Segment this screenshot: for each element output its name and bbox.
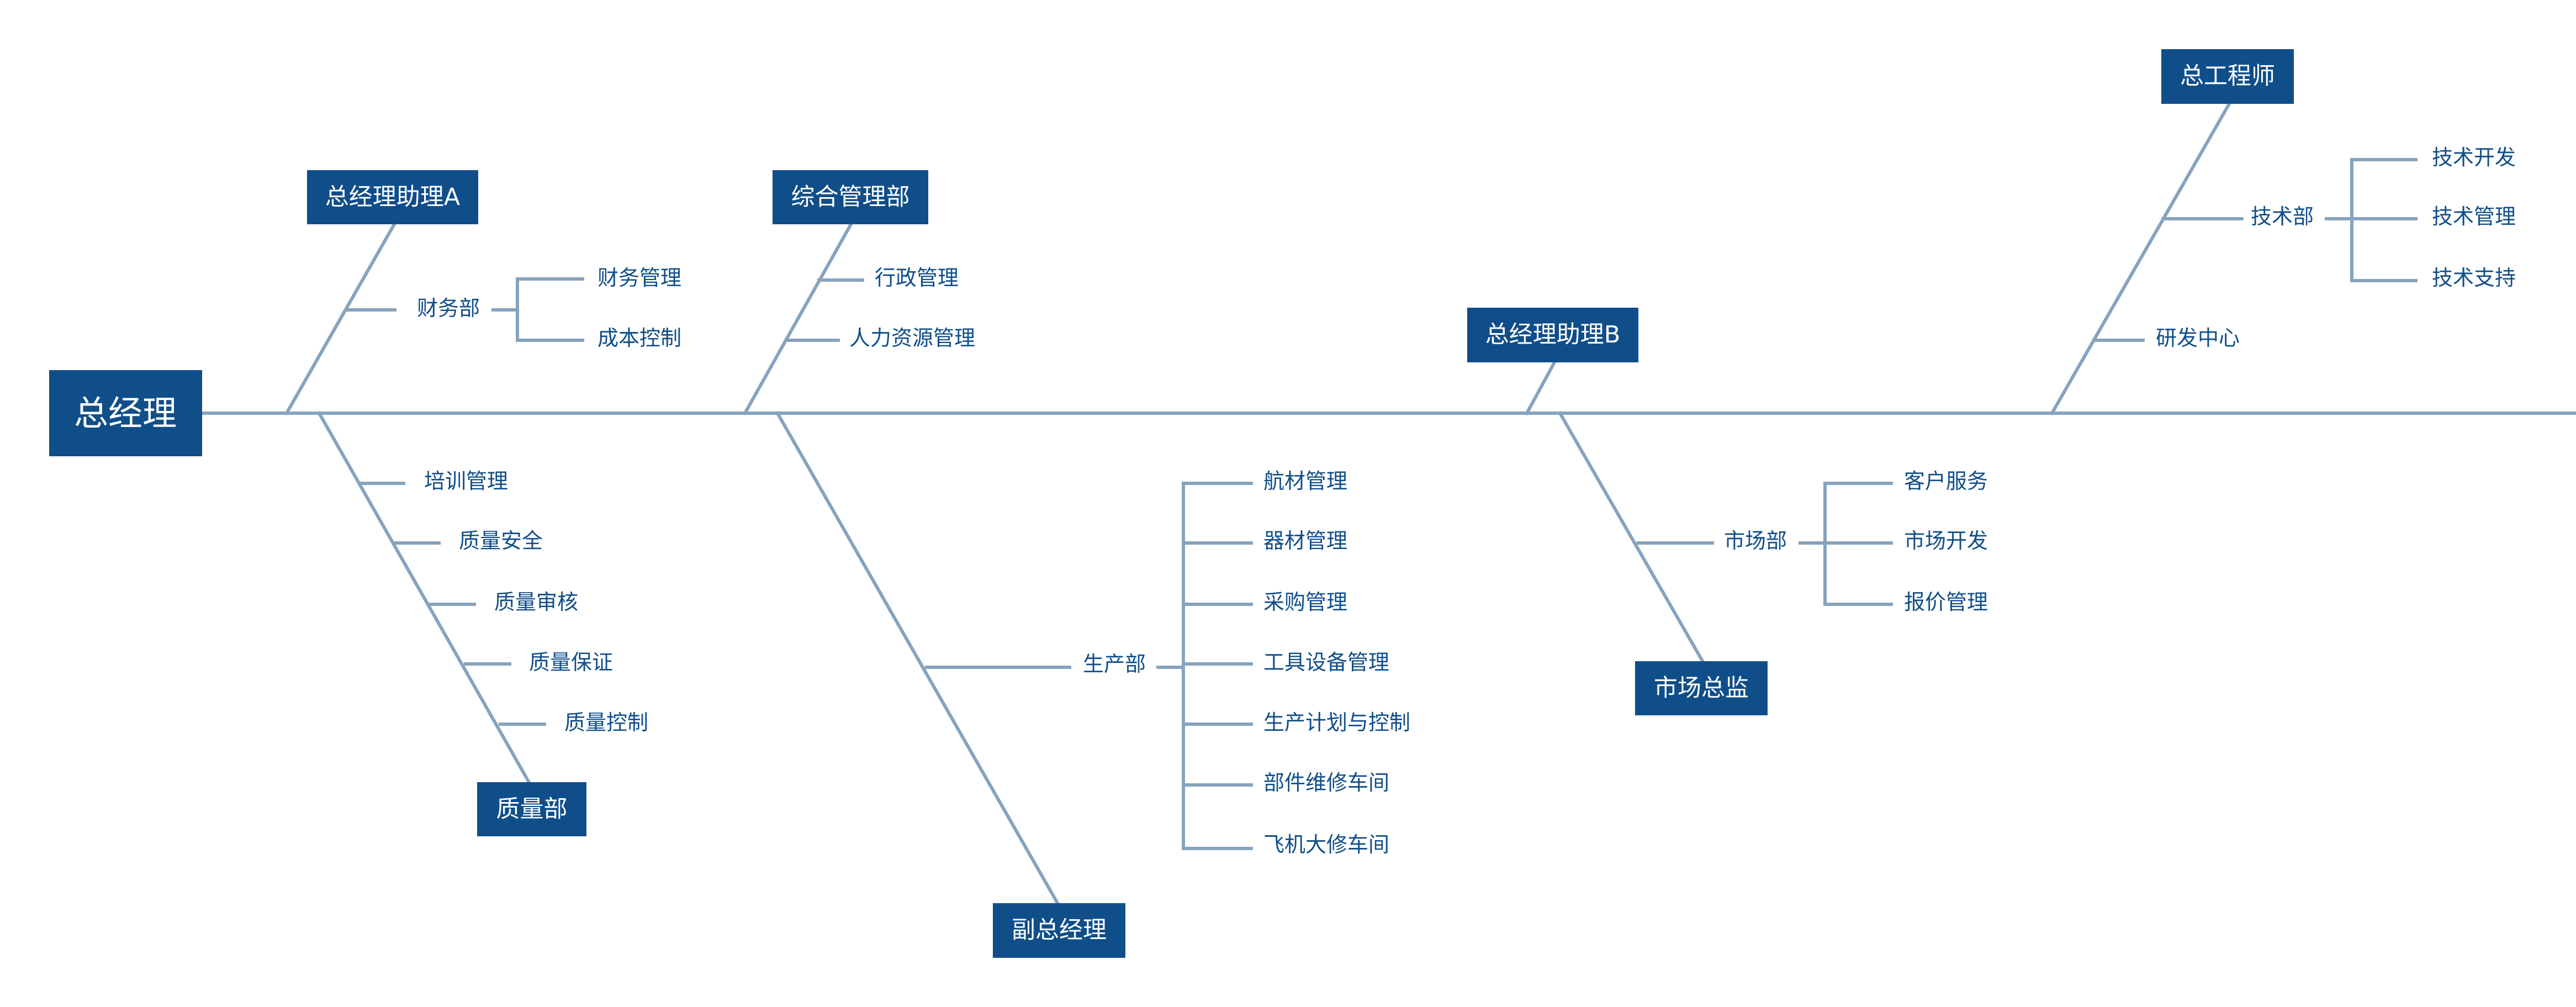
- node-chief-engineer[interactable]: 总工程师: [2161, 49, 2294, 104]
- label-assurance[interactable]: 质量保证: [529, 650, 613, 674]
- label-control[interactable]: 质量控制: [564, 710, 648, 735]
- node-deputy-gm[interactable]: 副总经理: [993, 903, 1125, 958]
- label-finance-dept[interactable]: 财务部: [417, 296, 480, 320]
- label-tech-dev[interactable]: 技术开发: [2432, 145, 2516, 170]
- node-quality-dept[interactable]: 质量部: [477, 782, 586, 836]
- root-node[interactable]: 总经理: [49, 370, 202, 456]
- node-assistant-a[interactable]: 总经理助理A: [307, 170, 478, 224]
- label-production-item[interactable]: 工具设备管理: [1263, 650, 1389, 674]
- branch-line-assistant-b: [1524, 360, 1557, 416]
- node-label: 总经理助理B: [1485, 321, 1621, 349]
- label-production-item[interactable]: 航材管理: [1263, 469, 1347, 493]
- branch-line-assistant-a: [284, 222, 397, 416]
- branch-line-quality-dept: [316, 410, 535, 790]
- branch-line-general-mgmt: [742, 222, 854, 416]
- label-production-item[interactable]: 生产计划与控制: [1263, 710, 1410, 735]
- label-production-item[interactable]: 部件维修车间: [1263, 771, 1389, 795]
- node-label: 综合管理部: [791, 183, 910, 211]
- label-safety[interactable]: 质量安全: [459, 529, 543, 553]
- label-tech-mgmt[interactable]: 技术管理: [2432, 204, 2516, 229]
- node-label: 总经理助理A: [325, 183, 461, 211]
- label-market-item[interactable]: 市场开发: [1904, 529, 1988, 553]
- label-training[interactable]: 培训管理: [424, 469, 508, 493]
- label-admin-mgmt[interactable]: 行政管理: [875, 266, 959, 290]
- node-general-mgmt[interactable]: 综合管理部: [773, 170, 928, 224]
- label-production-dept[interactable]: 生产部: [1083, 652, 1146, 676]
- label-market-item[interactable]: 客户服务: [1904, 469, 1988, 493]
- label-finance-mgmt[interactable]: 财务管理: [597, 266, 681, 290]
- sub-labels: 财务部 财务管理 成本控制 行政管理 人力资源管理 技术部 技术开发 技术管理 …: [417, 145, 2516, 857]
- label-production-item[interactable]: 飞机大修车间: [1263, 832, 1389, 857]
- node-label: 市场总监: [1654, 674, 1749, 702]
- branch-line-deputy-gm: [775, 410, 1062, 909]
- label-tech-support[interactable]: 技术支持: [2432, 266, 2516, 290]
- node-market-director[interactable]: 市场总监: [1635, 661, 1768, 715]
- node-assistant-b[interactable]: 总经理助理B: [1467, 308, 1638, 362]
- label-hr-mgmt[interactable]: 人力资源管理: [849, 326, 975, 350]
- root-label: 总经理: [74, 393, 177, 434]
- label-market-item[interactable]: 报价管理: [1904, 590, 1988, 614]
- branch-line-market-director: [1557, 410, 1706, 666]
- node-label: 总工程师: [2180, 62, 2275, 90]
- node-label: 副总经理: [1012, 916, 1107, 944]
- label-production-item[interactable]: 器材管理: [1263, 529, 1347, 553]
- label-market-dept[interactable]: 市场部: [1724, 529, 1787, 553]
- branch-line-chief-engineer: [2049, 101, 2232, 416]
- label-audit[interactable]: 质量审核: [494, 590, 578, 614]
- label-rd-center[interactable]: 研发中心: [2156, 326, 2240, 350]
- connector-lines: [200, 101, 2576, 909]
- label-cost-control[interactable]: 成本控制: [597, 326, 681, 350]
- node-label: 质量部: [496, 795, 568, 823]
- label-production-item[interactable]: 采购管理: [1263, 590, 1347, 614]
- label-tech-dept[interactable]: 技术部: [2251, 204, 2314, 229]
